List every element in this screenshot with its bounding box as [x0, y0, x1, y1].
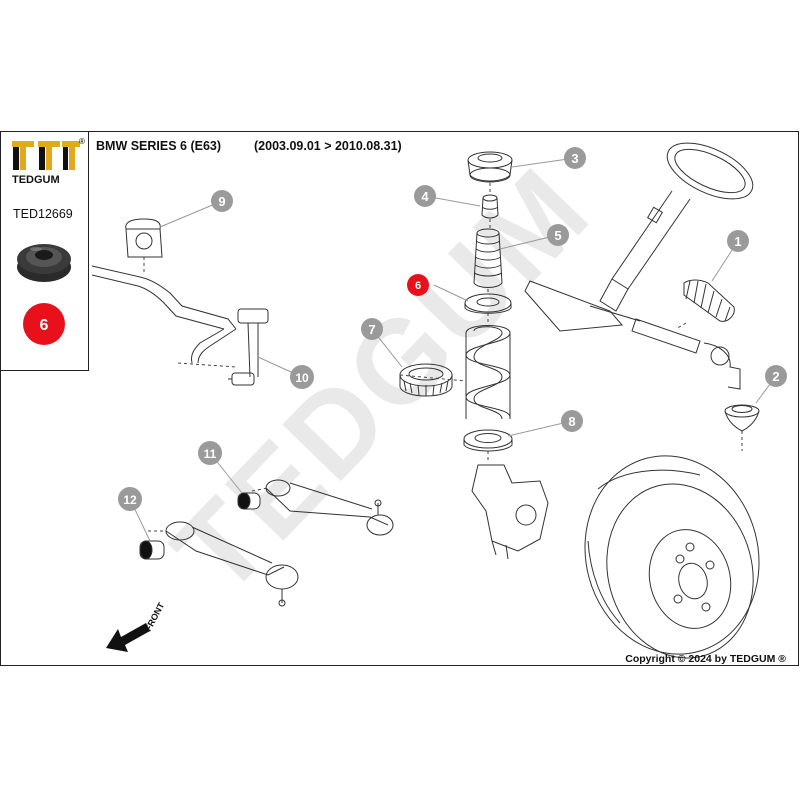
callout-5[interactable]: 5 — [547, 224, 569, 246]
callout-8-number: 8 — [568, 414, 575, 429]
callout-6-number: 6 — [415, 280, 421, 292]
coil-spring — [465, 325, 511, 420]
dust-boot-drawing — [473, 228, 503, 288]
callout-11[interactable]: 11 — [198, 441, 222, 465]
steering-rack-boot-drawing — [683, 279, 735, 322]
callout-12-number: 12 — [123, 493, 137, 507]
exploded-diagram: TEDGUM ® TEDGUM TED12669 6 BMW — [0, 131, 799, 666]
callout-1-number: 1 — [734, 234, 741, 249]
control-arm-bushing-12 — [139, 540, 165, 560]
callout-4-number: 4 — [421, 189, 429, 204]
registered-mark: ® — [79, 137, 85, 146]
wheel — [584, 455, 760, 659]
upper-control-arm — [265, 479, 394, 536]
stabilizer-link-drawing — [228, 308, 269, 386]
strut-top-mount-drawing — [467, 151, 513, 183]
copyright-notice: Copyright © 2024 by TEDGUM ® — [625, 653, 786, 665]
callout-1[interactable]: 1 — [727, 230, 749, 252]
product-thumbnail — [17, 244, 71, 282]
steering-rack — [524, 280, 741, 390]
position-badge-number: 6 — [40, 317, 49, 334]
callout-9[interactable]: 9 — [211, 190, 233, 212]
control-arm-bushing-11 — [237, 492, 261, 510]
steering-knuckle — [471, 464, 549, 560]
tedgum-logo — [12, 141, 80, 170]
callout-7-number: 7 — [368, 322, 375, 337]
lower-control-arm — [165, 521, 299, 607]
callout-6[interactable]: 6 — [407, 274, 429, 296]
callout-11-number: 11 — [204, 447, 217, 461]
steering-wheel — [599, 142, 754, 312]
callout-12[interactable]: 12 — [118, 487, 142, 511]
bump-stop-drawing — [481, 194, 499, 219]
callout-badges: 1 2 3 4 5 6 7 8 — [118, 147, 787, 511]
product-code: TED12669 — [13, 207, 73, 221]
stabilizer-bar — [91, 265, 237, 364]
front-arrow-icon — [106, 623, 150, 652]
callout-2-number: 2 — [772, 369, 779, 384]
callout-5-number: 5 — [554, 228, 561, 243]
callout-4[interactable]: 4 — [414, 185, 436, 207]
callout-3-number: 3 — [571, 151, 578, 166]
position-badge — [23, 303, 65, 345]
brand-name: TEDGUM — [12, 174, 60, 186]
production-dates: (2003.09.01 > 2010.08.31) — [254, 139, 402, 153]
vehicle-model: BMW SERIES 6 (E63) — [96, 139, 221, 153]
parts-drawing — [91, 142, 760, 659]
callout-9-number: 9 — [218, 194, 225, 209]
product-info-panel: ® TEDGUM TED12669 6 — [0, 131, 89, 371]
callout-10-number: 10 — [295, 371, 309, 385]
callout-3[interactable]: 3 — [564, 147, 586, 169]
dashed-guide-lines — [143, 183, 743, 532]
callout-10[interactable]: 10 — [290, 365, 314, 389]
callout-8[interactable]: 8 — [561, 410, 583, 432]
callout-2[interactable]: 2 — [765, 365, 787, 387]
diagram-frame: TEDGUM ® TEDGUM TED12669 6 BMW — [0, 131, 799, 666]
callout-7[interactable]: 7 — [361, 318, 383, 340]
stabilizer-bushing-drawing — [125, 218, 163, 258]
